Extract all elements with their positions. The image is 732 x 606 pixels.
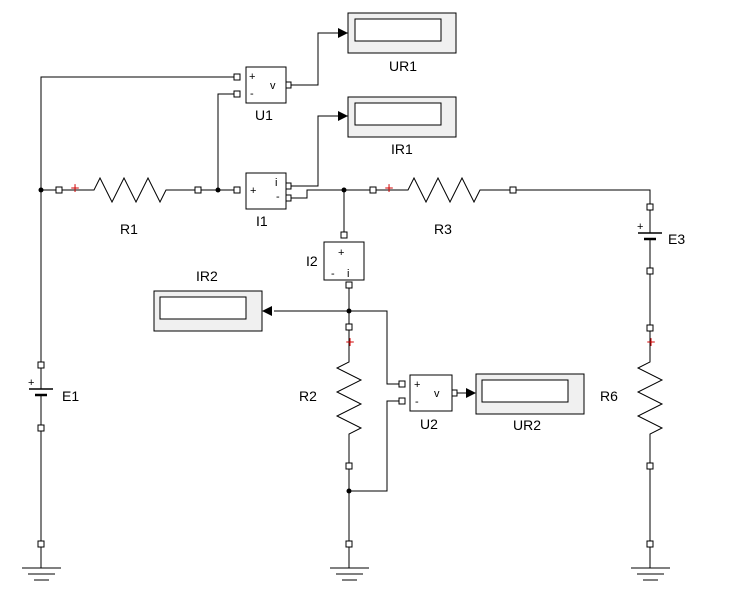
label-r1: R1: [120, 221, 138, 237]
resistor-r2[interactable]: [335, 323, 363, 470]
voltage-sensor-u2[interactable]: [398, 374, 458, 412]
battery-e3[interactable]: [638, 203, 662, 275]
display-ur2[interactable]: [475, 373, 585, 415]
e1-plus: +: [28, 377, 34, 389]
u1-minus: -: [250, 88, 254, 100]
display-ur1[interactable]: [347, 12, 457, 54]
voltage-sensor-u1[interactable]: [233, 66, 292, 104]
arrowheads: [262, 28, 476, 398]
r1-polarity: +: [70, 181, 80, 195]
label-ur1: UR1: [389, 58, 417, 74]
label-ur2: UR2: [513, 417, 541, 433]
label-i1: I1: [256, 213, 268, 229]
battery-e1[interactable]: [29, 361, 53, 432]
label-e1: E1: [62, 388, 79, 404]
i2-i: i: [347, 268, 349, 280]
i1-i: i: [275, 177, 277, 189]
resistor-r1[interactable]: [55, 176, 202, 204]
resistor-r3[interactable]: [369, 176, 517, 204]
u2-plus: +: [414, 379, 420, 391]
label-u1: U1: [255, 107, 273, 123]
resistor-r6[interactable]: [636, 324, 664, 470]
label-i2: I2: [306, 253, 318, 269]
current-sensor-i2[interactable]: [323, 231, 365, 289]
u2-v: v: [434, 388, 440, 400]
label-e3: E3: [668, 231, 685, 247]
ground-3[interactable]: [631, 540, 670, 581]
e3-plus: +: [637, 221, 643, 233]
label-r3: R3: [434, 221, 452, 237]
ground-2[interactable]: [330, 540, 369, 581]
r6-polarity: +: [646, 335, 656, 349]
label-u2: U2: [420, 416, 438, 432]
label-ir2: IR2: [196, 268, 218, 284]
u1-v: v: [270, 80, 276, 92]
junction-dots: [38, 187, 352, 494]
display-ir1[interactable]: [347, 96, 457, 138]
u1-plus: +: [249, 71, 255, 83]
i1-plus: +: [250, 185, 256, 197]
i2-minus: -: [331, 268, 335, 280]
i1-minus: -: [276, 191, 280, 203]
display-ir2[interactable]: [153, 290, 263, 332]
label-r6: R6: [600, 388, 618, 404]
label-ir1: IR1: [391, 141, 413, 157]
i2-plus: +: [338, 247, 344, 259]
u2-minus: -: [415, 396, 419, 408]
r2-polarity: +: [345, 335, 355, 349]
label-r2: R2: [299, 388, 317, 404]
current-sensor-i1[interactable]: [233, 172, 292, 210]
wires: [40, 32, 651, 545]
ground-1[interactable]: [22, 540, 61, 581]
r3-polarity: +: [384, 181, 394, 195]
